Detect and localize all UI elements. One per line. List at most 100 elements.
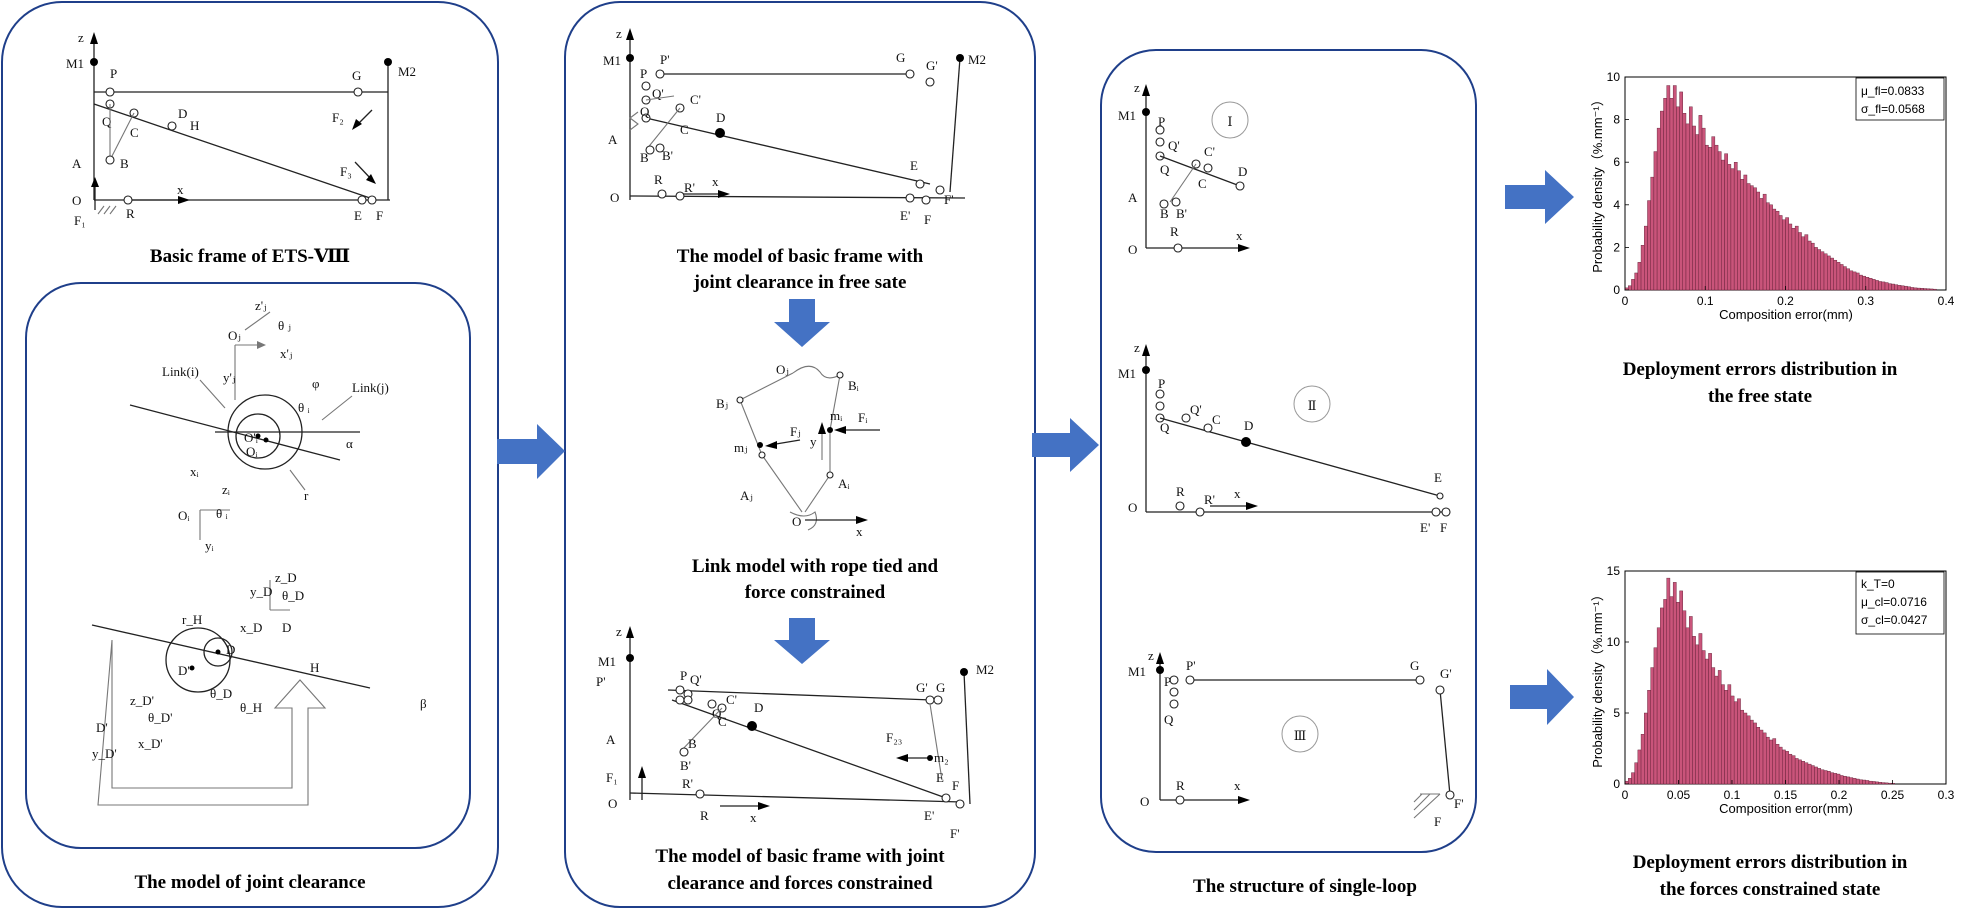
hist1-bar <box>1916 287 1921 291</box>
hist2-bar <box>1865 780 1870 785</box>
caption-hist1-l2: the free state <box>1708 386 1812 407</box>
hist2-bars <box>1624 577 1895 785</box>
hist1-bar <box>1772 208 1777 291</box>
diagram-loop-3: z M1 x O P' P Q G G' R F' F Ⅲ <box>1128 648 1464 829</box>
hist1-bar <box>1730 168 1735 291</box>
label-alpha: α <box>346 436 353 451</box>
label-F-loop2: F <box>1440 520 1447 535</box>
label-xi: xᵢ <box>190 464 200 479</box>
label-P-loop2: P <box>1158 376 1165 391</box>
label-H: H <box>190 118 199 133</box>
label-z-loop1: z <box>1134 80 1140 95</box>
hist1-bar <box>1900 285 1905 291</box>
hist2-legend-sigma: σ_cl=0.0427 <box>1861 613 1928 627</box>
hist1-bar <box>1743 174 1748 291</box>
label-A-3: A <box>606 732 616 747</box>
hist1-bar <box>1660 110 1664 291</box>
label-loop-I: Ⅰ <box>1227 114 1232 129</box>
hist1-bar <box>1717 151 1722 291</box>
hist2-bar <box>1888 782 1892 785</box>
hist2-bar <box>1810 765 1815 785</box>
hist1-bar <box>1746 183 1751 291</box>
label-M1-loop2: M1 <box>1118 366 1136 381</box>
label-F-loop3: F <box>1434 814 1441 829</box>
caption-hist2-l1: Deployment errors distribution in <box>1633 852 1908 873</box>
hist2-bar <box>1695 644 1700 785</box>
label-D-frame: D <box>282 620 291 635</box>
label-G: G <box>352 68 361 83</box>
label-Q-loop1: Q <box>1160 162 1170 177</box>
hist2-bar <box>1746 715 1751 785</box>
hist2-bar <box>1640 734 1645 785</box>
label-C: C <box>130 125 139 140</box>
hist2-bar <box>1705 658 1709 785</box>
hist1-bar <box>1721 159 1725 291</box>
label-z: z <box>78 30 84 45</box>
hist1-bar <box>1714 144 1719 291</box>
hist2-xtick-label: 0.2 <box>1831 788 1848 802</box>
label-x-loop2: x <box>1234 486 1241 501</box>
label-F1-3: F₁ <box>606 770 618 785</box>
hist2-bar <box>1624 780 1629 785</box>
label-x-2: x <box>712 174 719 189</box>
hist2-bar <box>1855 778 1860 785</box>
hist2-bar <box>1740 709 1744 785</box>
diagram-forces-constrained-model: z M1 P' x O M2 P Q' Q C' C D B B' A F₁ R… <box>596 624 994 841</box>
label-E-3: E <box>936 770 944 785</box>
flow-arrow-4 <box>1510 669 1574 725</box>
hist1-bar <box>1794 225 1799 291</box>
label-Bp-2: B' <box>662 148 673 163</box>
hist2-bar <box>1846 776 1850 785</box>
hist2-xtick-label: 0.25 <box>1881 788 1905 802</box>
label-H: H <box>310 660 319 675</box>
label-zD: z_D <box>275 570 297 585</box>
hist1-ytick-label: 6 <box>1613 155 1620 169</box>
hist1-bar <box>1647 200 1651 291</box>
label-Oi: Oᵢ <box>178 508 190 523</box>
label-C-2: C <box>680 122 689 137</box>
label-x: x <box>177 182 184 197</box>
hist2-bar <box>1839 775 1844 785</box>
hist2-legend-box <box>1855 571 1945 635</box>
hist2-bar <box>1730 695 1735 785</box>
hist2-bar <box>1660 607 1664 785</box>
hist2-bar <box>1814 766 1818 785</box>
hist1-legend-box <box>1855 77 1945 121</box>
label-theta-i-2: θ ᵢ <box>216 506 228 521</box>
hist2-bar <box>1737 698 1741 785</box>
diagram-basic-frame: z M1 x O M2 P Q C D H B A R G E F F₁ F₂ … <box>66 30 416 228</box>
label-B-loop1: B <box>1160 206 1169 221</box>
label-Bp-loop1: B' <box>1176 206 1187 221</box>
label-F-2: F <box>924 212 931 227</box>
label-Rp-2: R' <box>684 180 695 195</box>
hist2-bar <box>1788 753 1793 785</box>
diagram-free-state-model: z M1 x O M2 P P' Q' Q C' C D B B' A R R'… <box>603 26 986 227</box>
hist1-bar <box>1855 272 1860 291</box>
hist2-bar <box>1849 777 1854 785</box>
hist1-xtick-label: 0.4 <box>1938 294 1955 308</box>
hist2-bar <box>1859 779 1863 785</box>
hist1-bar <box>1846 268 1850 291</box>
hist1-bar <box>1727 164 1732 291</box>
caption-free-state-l1: The model of basic frame with <box>677 246 924 267</box>
label-Qp-2: Q' <box>652 86 664 101</box>
hist1-bar <box>1820 251 1825 291</box>
hist1-bar <box>1653 151 1658 291</box>
hist1-bar <box>1801 236 1805 291</box>
label-link-Ai: Aᵢ <box>838 476 850 491</box>
label-B-3: B <box>688 736 697 751</box>
hist1-xtick-label: 0.1 <box>1697 294 1714 308</box>
hist2-bar <box>1682 610 1687 785</box>
label-R-2: R <box>654 172 663 187</box>
label-Fp-2: F' <box>944 192 954 207</box>
label-Ep-3: E' <box>924 808 934 823</box>
hist1-bar <box>1628 285 1632 291</box>
caption-link-model-l1: Link model with rope tied and <box>692 556 939 577</box>
hist1-bar <box>1631 279 1635 291</box>
hist2-bar <box>1798 759 1802 785</box>
label-O: O <box>72 193 81 208</box>
label-D-center: D <box>226 642 235 657</box>
hist2-bar <box>1766 736 1770 785</box>
